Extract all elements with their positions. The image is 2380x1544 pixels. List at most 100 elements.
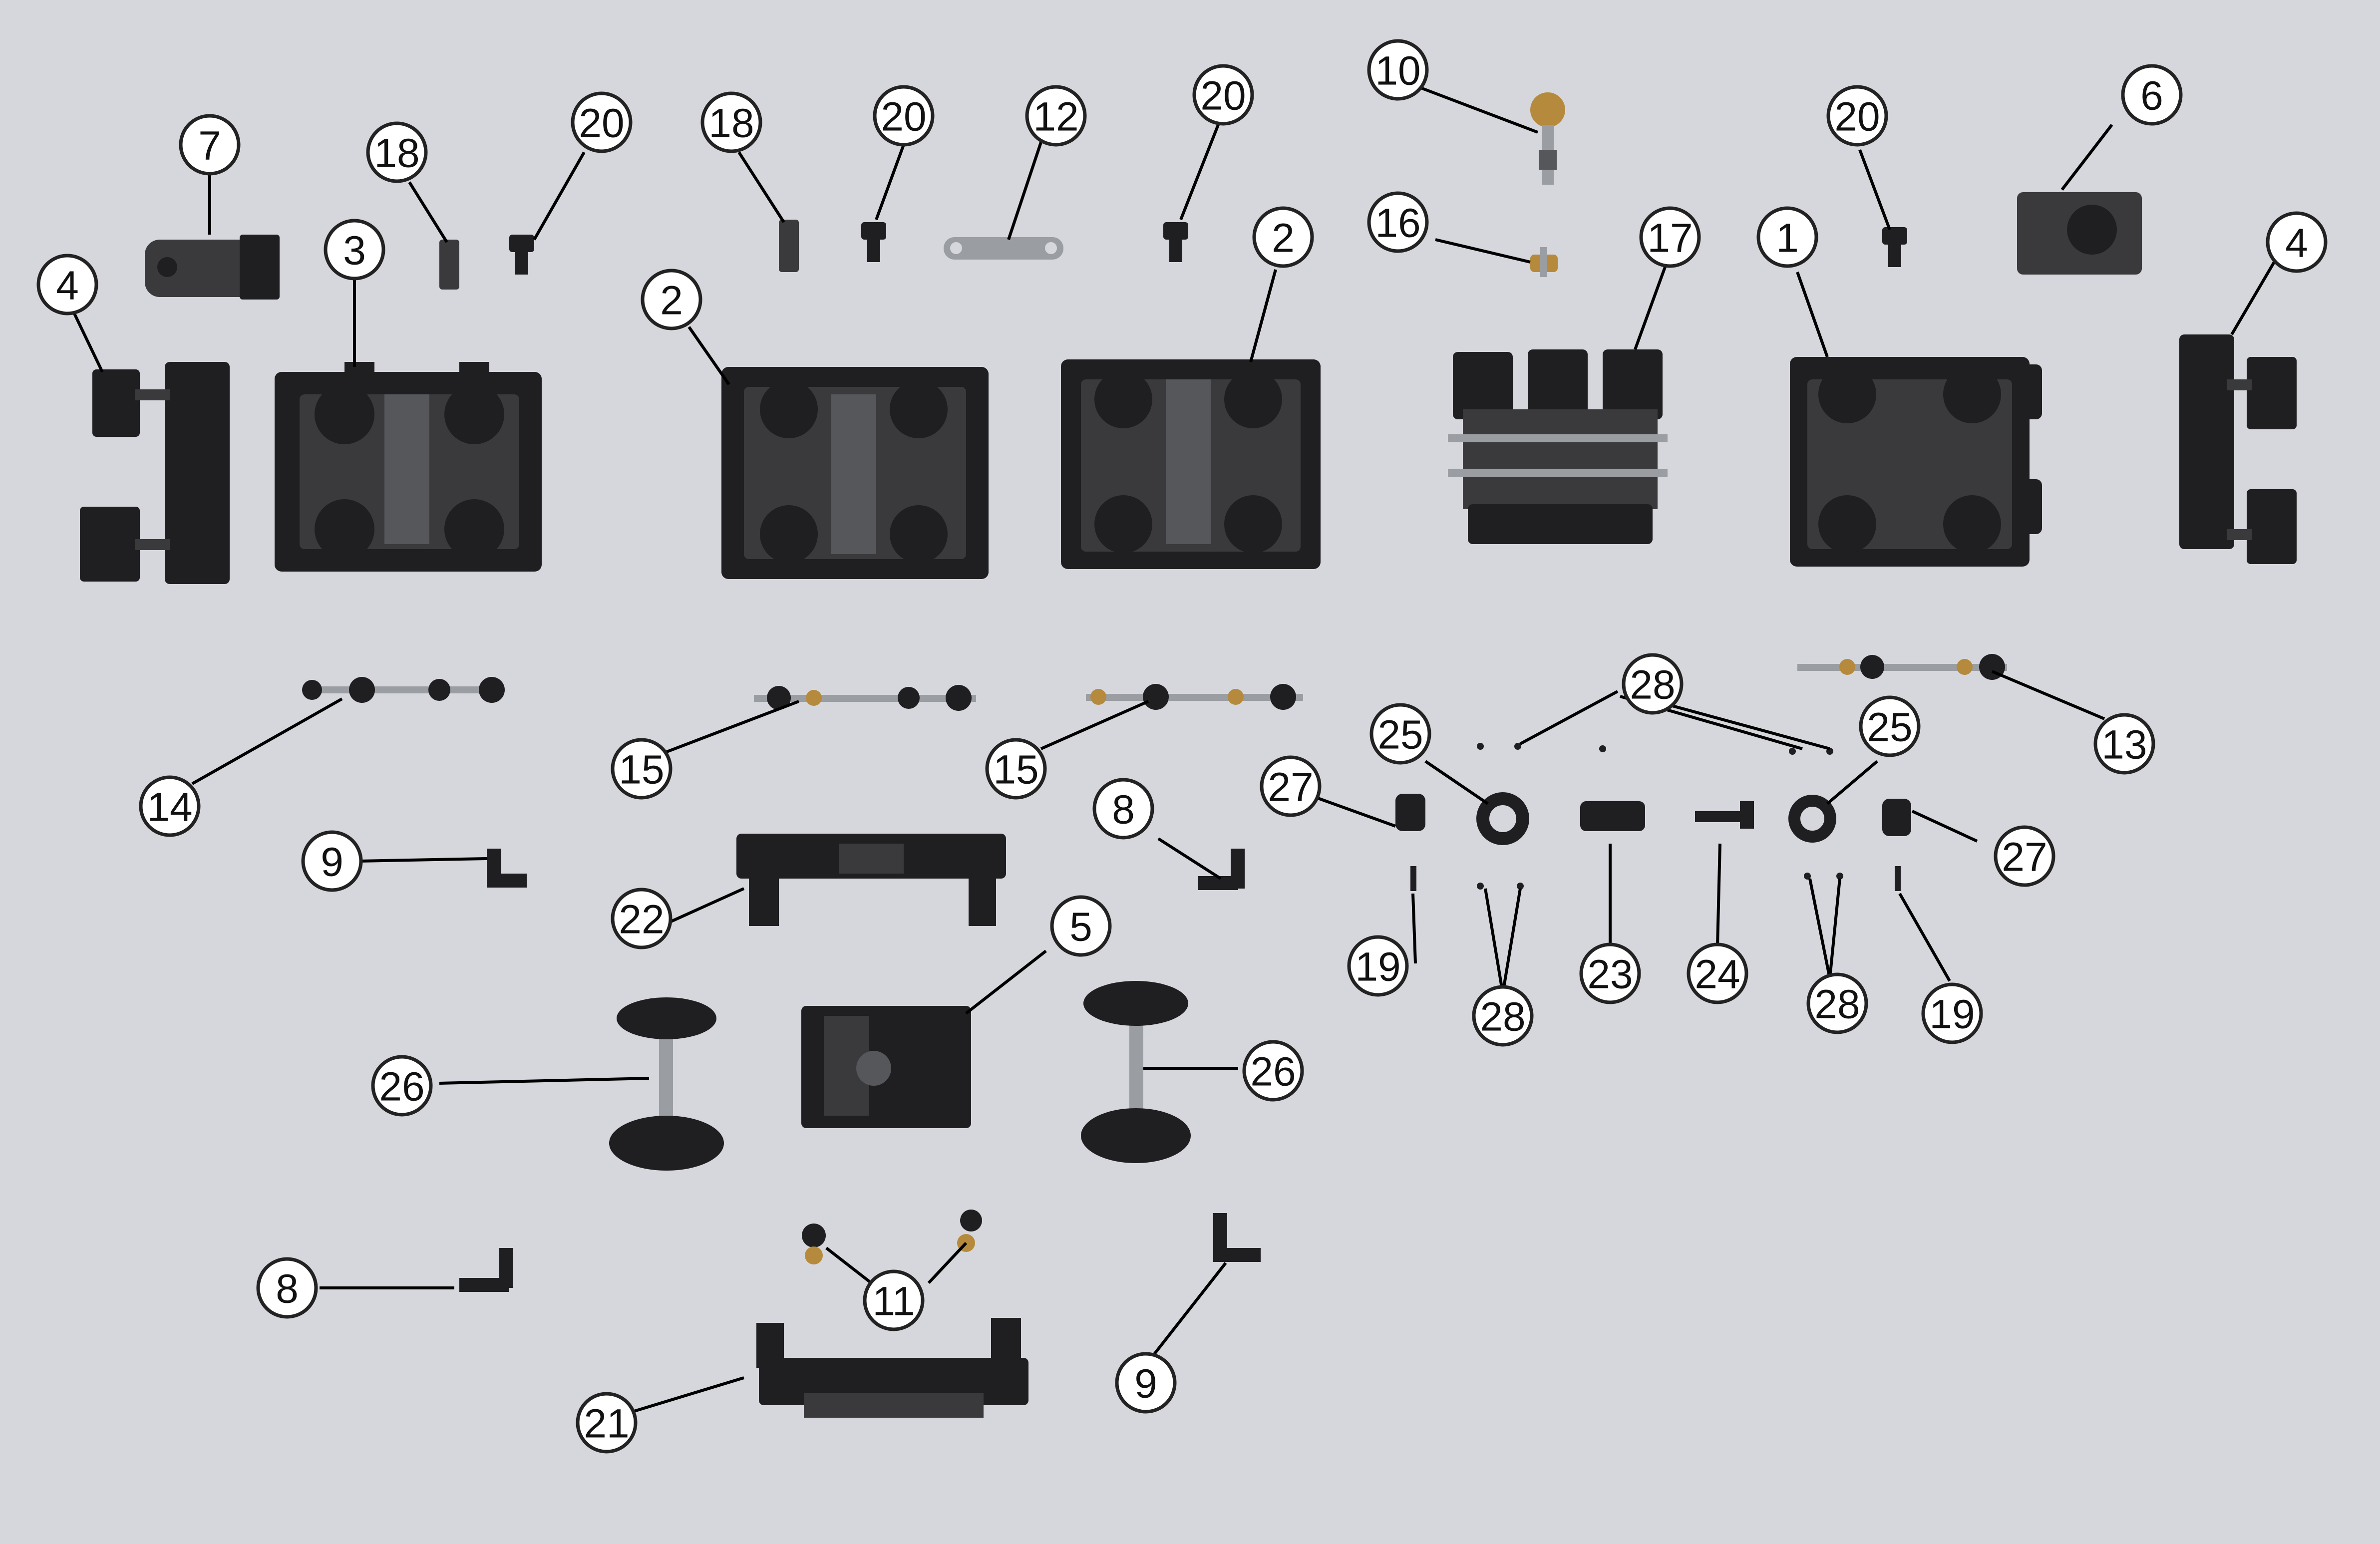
leader-24 — [1716, 843, 1721, 946]
callout-21: 21 — [576, 1392, 638, 1454]
part-18-pin-left — [439, 240, 459, 290]
svg-text:19: 19 — [1929, 992, 1975, 1037]
part-14-axle — [302, 677, 505, 703]
part-6-coupling-mount — [2017, 192, 2142, 275]
callout-7: 7 — [179, 114, 241, 176]
callout-12: 12 — [1025, 85, 1087, 147]
callout-9-upper: 9 — [301, 830, 363, 892]
callout-28-top: 28 — [1622, 653, 1684, 715]
svg-text:20: 20 — [1200, 73, 1246, 119]
part-9-bracket-upper — [487, 849, 527, 888]
part-24-pin — [1695, 801, 1754, 829]
svg-text:15: 15 — [619, 747, 664, 793]
svg-text:4: 4 — [56, 263, 79, 309]
callout-10: 10 — [1367, 39, 1429, 101]
leader-lines — [71, 83, 2276, 1414]
svg-text:19: 19 — [1355, 944, 1400, 990]
svg-text:3: 3 — [343, 228, 366, 274]
leader-20-2 — [875, 144, 905, 221]
callouts: 7 4 3 18 20 18 20 12 20 2 2 10 16 17 1 2… — [36, 39, 2328, 1454]
part-26-wheelset-left — [609, 997, 724, 1171]
svg-text:26: 26 — [379, 1064, 424, 1110]
leader-22 — [666, 887, 745, 925]
callout-22: 22 — [611, 888, 673, 949]
svg-text:18: 18 — [374, 131, 419, 176]
svg-text:27: 27 — [2002, 835, 2047, 880]
leader-27-right — [1911, 810, 1978, 843]
leader-12 — [1007, 142, 1042, 240]
leader-19-right — [1898, 893, 1951, 982]
svg-text:9: 9 — [1134, 1361, 1157, 1407]
callout-13: 13 — [2093, 713, 2155, 775]
part-20-screw-3 — [1163, 222, 1188, 262]
callout-27-right: 27 — [1994, 825, 2055, 887]
callout-27-left: 27 — [1260, 755, 1322, 817]
callout-28-bottom-left: 28 — [1472, 985, 1534, 1047]
leader-28-bottom-3 — [1808, 878, 1831, 979]
svg-text:1: 1 — [1776, 216, 1799, 261]
leader-10 — [1412, 83, 1539, 134]
parts-layer — [80, 92, 2297, 1418]
part-20-screw-1 — [509, 235, 534, 275]
callout-4-right: 4 — [2266, 211, 2328, 273]
callout-14: 14 — [139, 775, 201, 837]
part-2-bogie-frame-1 — [721, 367, 989, 579]
part-8-bracket-lower — [459, 1248, 513, 1292]
svg-text:6: 6 — [2140, 73, 2163, 119]
callout-24: 24 — [1687, 942, 1748, 1004]
svg-text:22: 22 — [619, 897, 664, 942]
callout-16: 16 — [1367, 191, 1429, 253]
leader-25-right — [1826, 760, 1878, 805]
svg-text:28: 28 — [1480, 994, 1525, 1040]
svg-text:27: 27 — [1268, 765, 1313, 810]
part-3-bogie-frame — [275, 362, 542, 572]
svg-text:11: 11 — [872, 1279, 915, 1324]
svg-text:28: 28 — [1814, 982, 1860, 1027]
part-18-pin-middle — [779, 220, 799, 272]
leader-9-upper — [359, 857, 487, 863]
callout-6: 6 — [2121, 64, 2183, 126]
part-20-screw-2 — [861, 222, 886, 262]
leader-8-upper — [1157, 837, 1222, 880]
leader-15-1 — [661, 700, 800, 755]
leader-6 — [2060, 124, 2113, 191]
leader-4-right — [2230, 261, 2276, 335]
leader-5 — [965, 949, 1047, 1015]
part-25-ring-left — [1476, 792, 1529, 845]
callout-19-left: 19 — [1347, 935, 1409, 997]
callout-18-left: 18 — [366, 121, 428, 183]
leader-20-3 — [1179, 124, 1220, 221]
leader-2-1 — [687, 326, 730, 385]
leader-28-bottom-2 — [1501, 888, 1522, 994]
leader-28-top-1 — [1519, 690, 1619, 745]
part-1-bogie-frame — [1790, 357, 2042, 567]
part-25-ring-right — [1788, 795, 1836, 843]
svg-text:5: 5 — [1069, 905, 1092, 950]
svg-text:9: 9 — [321, 840, 343, 885]
part-15-axle-1 — [754, 685, 976, 711]
leader-18-middle — [737, 151, 785, 223]
part-17-cylinder-block — [1448, 349, 1668, 544]
svg-text:4: 4 — [2285, 221, 2308, 266]
callout-23: 23 — [1579, 942, 1641, 1004]
part-9-bracket-lower — [1213, 1213, 1261, 1262]
callout-2-1: 2 — [641, 269, 702, 330]
leader-20-1 — [533, 151, 586, 241]
svg-text:8: 8 — [1112, 787, 1135, 833]
leader-21 — [629, 1376, 744, 1414]
leader-27-left — [1305, 792, 1396, 828]
leader-20-4 — [1858, 149, 1891, 231]
leader-19-left — [1411, 893, 1417, 964]
part-27-clip-left — [1395, 794, 1425, 831]
leader-18-left — [408, 181, 448, 243]
part-27-clip-right — [1882, 799, 1911, 836]
svg-text:25: 25 — [1867, 705, 1912, 750]
leader-26-left — [439, 1077, 650, 1085]
svg-text:2: 2 — [660, 278, 683, 323]
part-22-cross-member — [736, 834, 1006, 926]
svg-text:25: 25 — [1377, 712, 1423, 758]
svg-text:13: 13 — [2101, 722, 2147, 768]
callout-19-right: 19 — [1921, 982, 1983, 1044]
callout-2-2: 2 — [1252, 206, 1314, 268]
